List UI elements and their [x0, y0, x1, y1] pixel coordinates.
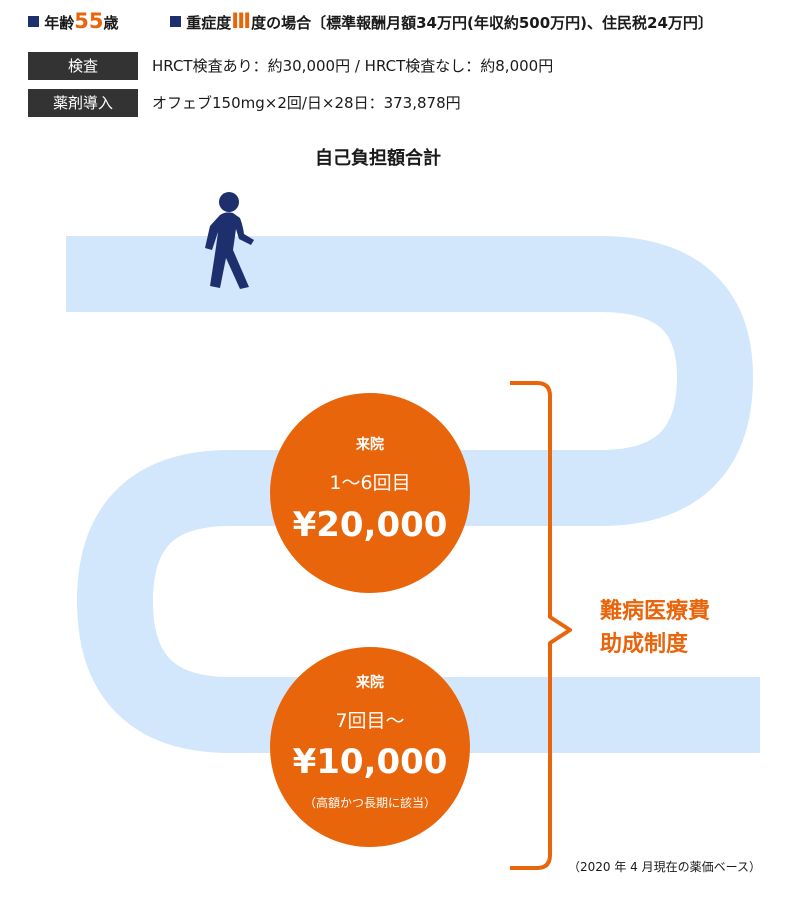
bracket-shape — [510, 381, 572, 870]
row-text-drug: オフェブ150mg×2回/日×28日：373,878円 — [152, 94, 461, 112]
age-value: 55 — [74, 9, 104, 33]
severity-value: Ⅲ — [231, 9, 252, 33]
circle-2-range: 7回目〜 — [335, 710, 405, 732]
circle-second-period — [270, 647, 470, 847]
age-prefix: 年齢 — [44, 14, 75, 32]
age-suffix: 歳 — [103, 14, 119, 32]
severity-suffix: 度の場合〔標準報酬月額34万円(年収約500万円)、住民税24万円〕 — [251, 14, 713, 32]
circle-1-visit: 来院 — [356, 437, 384, 453]
header-severity: 重症度Ⅲ度の場合〔標準報酬月額34万円(年収約500万円)、住民税24万円〕 — [170, 9, 713, 33]
row-label-exam: 検査 — [28, 52, 138, 80]
bullet-square-icon — [170, 16, 181, 27]
subsidy-line-2: 助成制度 — [600, 632, 689, 657]
circle-first-period — [270, 393, 470, 593]
total-title: 自己負担額合計 — [315, 148, 441, 169]
severity-prefix: 重症度 — [186, 14, 232, 32]
subsidy-label: 難病医療費 助成制度 — [600, 595, 710, 661]
circle-1-amount: ¥20,000 — [292, 505, 448, 545]
subsidy-line-1: 難病医療費 — [600, 599, 711, 624]
circle-1-range: 1〜6回目 — [329, 472, 411, 494]
circle-2-amount: ¥10,000 — [292, 742, 448, 782]
footnote: （2020 年 4 月現在の薬価ベース） — [568, 860, 762, 874]
circle-2-note: （高額かつ長期に該当） — [303, 796, 436, 810]
bullet-square-icon — [28, 16, 39, 27]
row-label-drug: 薬剤導入 — [28, 89, 138, 117]
header-age: 年齢55歳 — [28, 9, 119, 33]
circle-2-visit: 来院 — [356, 675, 384, 691]
row-text-exam: HRCT検査あり：約30,000円 / HRCT検査なし：約8,000円 — [152, 57, 554, 75]
walking-person-icon — [205, 192, 254, 289]
